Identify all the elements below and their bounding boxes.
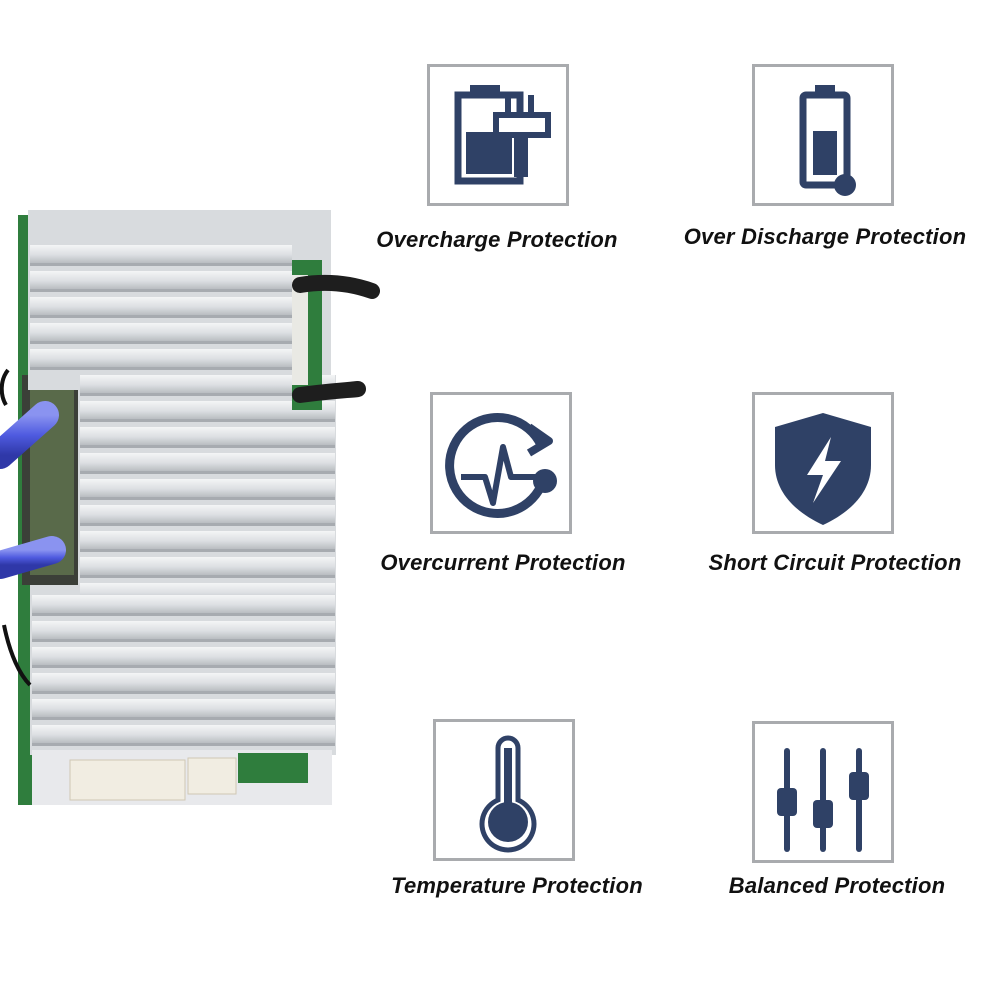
low-battery-icon (799, 85, 856, 196)
heatsink-fin (32, 621, 335, 639)
feature-label: Balanced Protection (728, 873, 946, 898)
heatsink-fin (30, 323, 292, 341)
heatsink-fin (30, 245, 292, 263)
heatsink-fin (32, 673, 335, 691)
feature-over-discharge: Over Discharge Protection (660, 62, 990, 292)
heatsink-fin (80, 401, 335, 419)
overcurrent-pulse-icon (445, 413, 557, 518)
heatsink-fin (32, 725, 335, 743)
heatsink-fin (32, 699, 335, 717)
heatsink-fin (80, 479, 335, 497)
feature-label: Temperature Protection (391, 873, 643, 898)
overcharge-plug-icon (454, 85, 551, 185)
feature-overcurrent: Overcurrent Protection (338, 390, 668, 620)
feature-label: Over Discharge Protection (683, 224, 967, 249)
product-image (0, 205, 380, 815)
shield-lightning-icon (775, 413, 871, 525)
over-discharge-icon-box (752, 64, 894, 206)
heatsink-fin (32, 595, 335, 613)
feature-balanced: Balanced Protection (672, 717, 1000, 947)
feature-label: Overcharge Protection (376, 227, 618, 252)
feature-short-circuit: Short Circuit Protection (670, 390, 1000, 620)
heatsink-fin (30, 349, 292, 367)
heatsink-fin (32, 647, 335, 665)
heatsink-fin (80, 375, 335, 393)
feature-label: Short Circuit Protection (708, 550, 962, 575)
bms-board-illustration (0, 210, 380, 805)
feature-overcharge: Overcharge Protection (332, 62, 662, 292)
overcharge-icon-box (427, 64, 569, 206)
feature-temperature: Temperature Protection (352, 717, 682, 947)
heatsink-fin (80, 505, 335, 523)
heatsink-fin (80, 531, 335, 549)
heatsink-fin (80, 557, 335, 575)
heatsink-fin (80, 427, 335, 445)
heatsink-fin (30, 297, 292, 315)
temperature-icon-box (433, 719, 575, 861)
feature-label: Overcurrent Protection (380, 550, 626, 575)
short-circuit-icon-box (752, 392, 894, 534)
balance-sliders-icon (777, 748, 869, 852)
heatsink-fin (80, 453, 335, 471)
heatsink-fin (30, 271, 292, 289)
overcurrent-icon-box (430, 392, 572, 534)
thermometer-icon (479, 735, 537, 853)
balanced-icon-box (752, 721, 894, 863)
